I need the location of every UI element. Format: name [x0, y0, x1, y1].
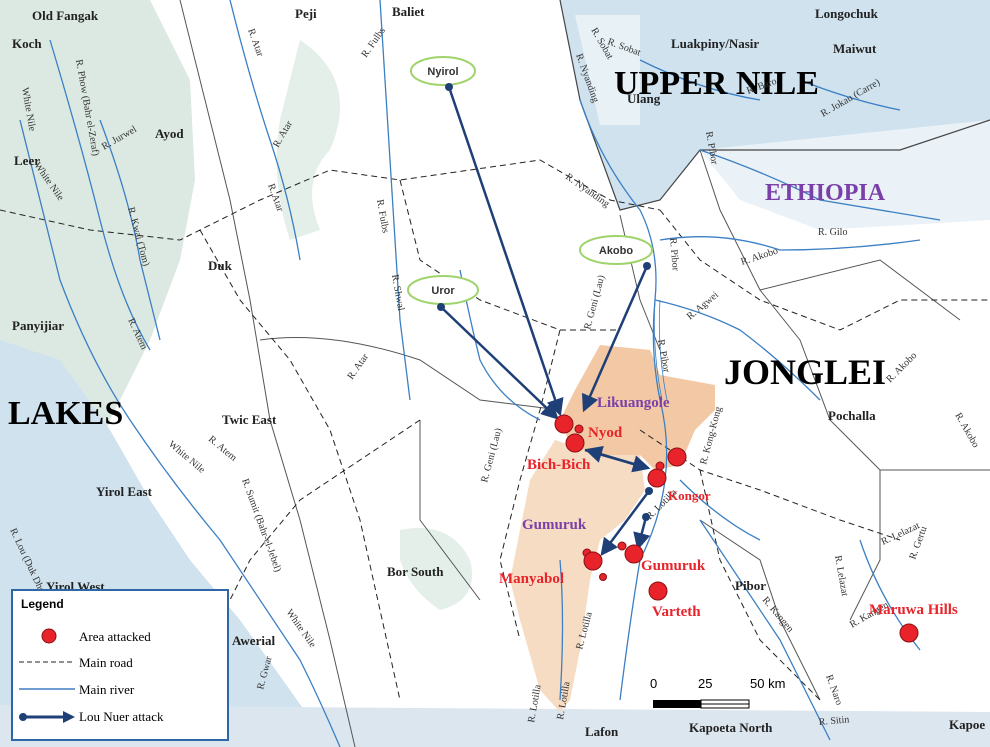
scale-tick-50: 50 km [750, 676, 785, 691]
attack-zone-south [510, 440, 645, 712]
place-longochuk: Longochuk [815, 6, 879, 21]
marker-kongor-small[interactable] [655, 461, 665, 471]
marker-kongor-2[interactable] [647, 468, 667, 488]
attack-markers [554, 414, 919, 643]
arrow-akobo-nyod [581, 265, 649, 413]
label-area-likuangole: Likuangole [597, 395, 670, 411]
rivers [19, 0, 941, 747]
river-label: R. Gilo [818, 227, 847, 238]
marker-nyod-small[interactable] [574, 424, 584, 434]
place-twic-east: Twic East [222, 412, 277, 427]
scale-segment-black [653, 700, 701, 708]
legend-item-main-road: Main road [13, 653, 223, 673]
arrow-nyirol-nyod [447, 86, 564, 417]
origin-label: Nyirol [427, 66, 458, 78]
arrow-kongor-manyabol [600, 490, 651, 557]
origin-uror[interactable]: Uror [407, 275, 479, 305]
marker-maruwa-hills[interactable] [899, 623, 919, 643]
label-maruwa-hills: Maruwa Hills [869, 602, 958, 618]
label-nyod: Nyod [588, 425, 623, 441]
ethiopia-region [700, 120, 990, 230]
place-kapoeta-cut: Kapoe [949, 717, 985, 732]
arrow-kongor-gumuruk [633, 516, 651, 551]
place-panyijiar: Panyijiar [12, 318, 64, 333]
place-lafon: Lafon [585, 724, 619, 739]
main-roads [0, 159, 990, 701]
legend-label: Area attacked [79, 629, 151, 644]
marker-manyabol-small-2[interactable] [599, 573, 607, 581]
label-area-gumuruk: Gumuruk [522, 517, 587, 533]
place-koch: Koch [12, 36, 42, 51]
marker-manyabol[interactable] [583, 551, 603, 571]
upper-nile-region [560, 0, 990, 210]
legend-label: Main road [79, 655, 133, 670]
label-bich-bich: Bich-Bich [527, 457, 591, 473]
legend-item-lou-nuer-attack: Lou Nuer attack [13, 707, 223, 727]
marker-nyod[interactable] [554, 414, 574, 434]
place-pochalla: Pochalla [828, 408, 876, 423]
region-label-ethiopia: ETHIOPIA [765, 180, 886, 206]
place-peji: Peji [295, 6, 317, 21]
origin-nyirol[interactable]: Nyirol [410, 56, 476, 86]
origin-akobo[interactable]: Akobo [579, 235, 653, 265]
wetland-center-2 [400, 528, 472, 610]
legend-label: Lou Nuer attack [79, 709, 164, 724]
marker-gumuruk-small[interactable] [617, 541, 627, 551]
wetland-bottom [0, 705, 990, 747]
legend: Legend Area attacked Main road Main rive… [11, 589, 229, 741]
attack-arrows [437, 83, 653, 557]
marker-gumuruk[interactable] [624, 544, 644, 564]
marker-bich-bich[interactable] [565, 433, 585, 453]
river-double-line [653, 299, 668, 401]
place-yirol-east: Yirol East [96, 484, 153, 499]
origin-label: Uror [431, 285, 455, 297]
place-pibor: Pibor [735, 578, 766, 593]
dashed-line-icon [19, 661, 75, 663]
county-boundaries [179, 0, 990, 747]
scale-tick-25: 25 [698, 676, 712, 691]
legend-item-area-attacked: Area attacked [13, 627, 223, 647]
place-maiwut: Maiwut [833, 41, 877, 56]
origin-ellipse [579, 235, 653, 265]
arrow-uror-nyod [440, 306, 559, 420]
place-luakpiny-nasir: Luakpiny/Nasir [671, 36, 759, 51]
upper-nile-inner-box [575, 15, 640, 125]
river-line-icon [19, 688, 75, 690]
label-manyabol: Manyabol [499, 571, 564, 587]
marker-varteth[interactable] [648, 581, 668, 601]
arrow-kongor-bichbich [584, 445, 641, 468]
place-ayod: Ayod [155, 126, 184, 141]
place-old-fangak: Old Fangak [32, 8, 99, 23]
place-duk: Duk [208, 258, 233, 273]
wetland-center-1 [276, 40, 340, 240]
origin-label: Akobo [599, 245, 634, 257]
label-gumuruk: Gumuruk [641, 558, 706, 574]
region-label-jonglei: JONGLEI [724, 352, 886, 392]
scale-bar: 0 25 50 km [650, 676, 785, 709]
place-bor-south: Bor South [387, 564, 444, 579]
legend-label: Main river [79, 682, 135, 697]
marker-kongor-1[interactable] [667, 447, 687, 467]
scale-segment-black-2 [700, 699, 750, 705]
origin-ellipse [410, 56, 476, 86]
place-ulang: Ulang [627, 91, 661, 106]
label-kongor: Kongor [668, 488, 711, 503]
place-kapoeta-north: Kapoeta North [689, 720, 773, 735]
red-circle-icon [41, 628, 57, 644]
region-label-upper-nile: UPPER NILE [614, 65, 819, 102]
scale-tick-0: 0 [650, 676, 657, 691]
river-label: R. Pibor [667, 237, 681, 272]
region-label-lakes: LAKES [8, 395, 123, 432]
place-baliet: Baliet [392, 4, 425, 19]
legend-item-main-river: Main river [13, 680, 223, 700]
place-awerial: Awerial [232, 633, 275, 648]
place-leer: Leer [14, 153, 40, 168]
arrow-icon [19, 711, 75, 723]
label-varteth: Varteth [652, 604, 701, 620]
river-label: R. Sitin [818, 714, 849, 728]
legend-title: Legend [21, 597, 64, 611]
